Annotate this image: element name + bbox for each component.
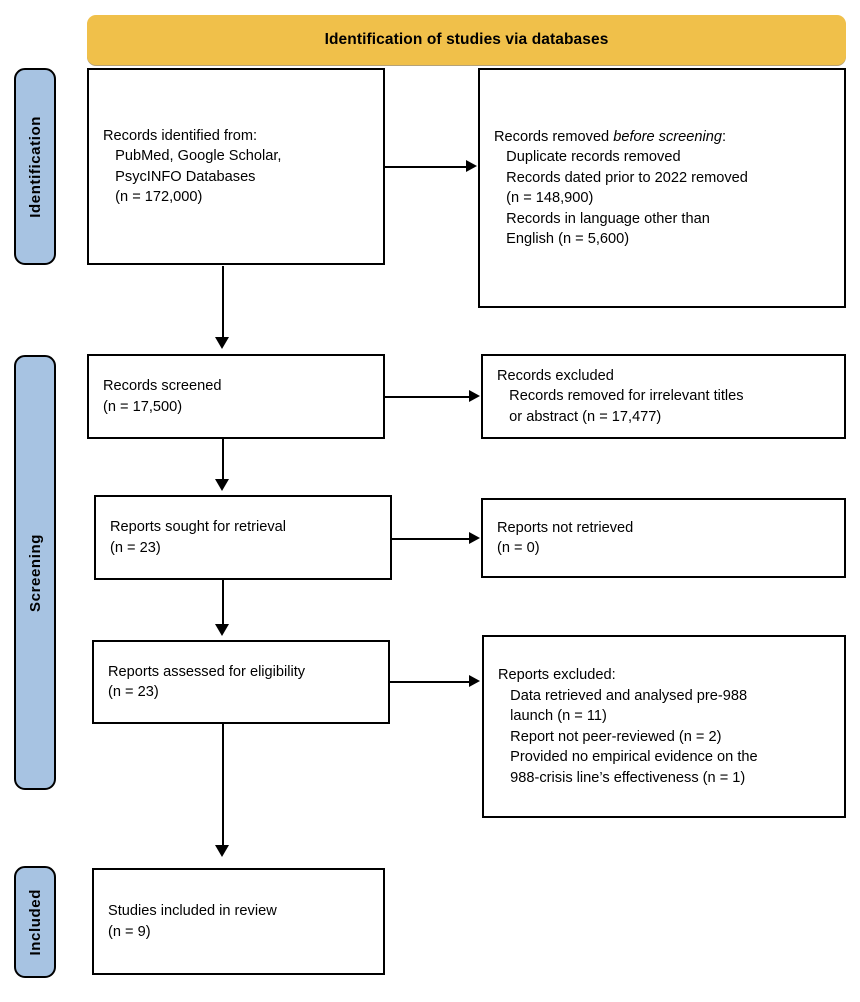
box-reports-assessed-text: Reports assessed for eligibility (n = 23… (94, 662, 305, 703)
records-excluded-line3: or abstract (n = 17,477) (497, 408, 662, 425)
connector-screened-to-excluded (385, 396, 470, 398)
box-records-excluded-text: Records excluded Records removed for irr… (483, 366, 744, 428)
connector-assessed-to-excluded (390, 681, 470, 683)
connector-screened-to-sought (222, 439, 224, 481)
connector-sought-to-assessed (222, 580, 224, 625)
box-reports-not-retrieved: Reports not retrieved (n = 0) (481, 498, 846, 578)
connector-identified-to-screened (222, 266, 224, 338)
arrowhead-sought-to-not-retrieved (469, 532, 480, 544)
reports-not-retrieved-line1: Reports not retrieved (497, 519, 634, 536)
arrowhead-assessed-to-excluded (469, 675, 480, 687)
box-records-removed: Records removed before screening: Duplic… (478, 68, 846, 308)
stage-tab-included-label: Included (26, 888, 44, 956)
box-records-removed-text: Records removed before screening: Duplic… (480, 127, 748, 250)
box-reports-excluded: Reports excluded: Data retrieved and ana… (482, 635, 846, 818)
box-reports-sought: Reports sought for retrieval (n = 23) (94, 495, 392, 580)
box-reports-assessed: Reports assessed for eligibility (n = 23… (92, 640, 390, 724)
reports-sought-line2: (n = 23) (110, 539, 161, 556)
box-records-screened-text: Records screened (n = 17,500) (89, 376, 221, 417)
records-identified-line2: PubMed, Google Scholar, (103, 148, 282, 164)
box-reports-excluded-text: Reports excluded: Data retrieved and ana… (484, 665, 758, 788)
records-excluded-line2: Records removed for irrelevant titles (497, 388, 744, 405)
records-removed-lead-plain: Records removed (494, 128, 614, 145)
records-removed-line2: Duplicate records removed (494, 149, 681, 165)
box-reports-not-retrieved-text: Reports not retrieved (n = 0) (483, 518, 633, 559)
records-identified-line1: Records identified from: (103, 127, 258, 144)
box-reports-sought-text: Reports sought for retrieval (n = 23) (96, 517, 286, 558)
records-removed-line3: Records dated prior to 2022 removed (494, 169, 748, 186)
stage-tab-included: Included (14, 866, 56, 978)
connector-sought-to-not-retrieved (392, 538, 470, 540)
reports-excluded-line6: 988-crisis line’s effectiveness (n = 1) (498, 769, 746, 786)
reports-assessed-line1: Reports assessed for eligibility (108, 663, 306, 680)
records-removed-lead-italic: before screening (613, 128, 722, 145)
stage-tab-identification: Identification (14, 68, 56, 265)
reports-assessed-line2: (n = 23) (108, 684, 159, 700)
records-identified-line3: PsycINFO Databases (103, 168, 256, 185)
arrowhead-identified-to-removed (466, 160, 477, 172)
arrowhead-sought-to-assessed (215, 624, 229, 636)
reports-excluded-line5: Provided no empirical evidence on the (498, 749, 758, 765)
arrowhead-screened-to-sought (215, 479, 229, 491)
connector-assessed-to-included (222, 724, 224, 846)
connector-identified-to-removed (385, 166, 467, 168)
reports-sought-line1: Reports sought for retrieval (110, 519, 287, 535)
box-records-identified-text: Records identified from: PubMed, Google … (89, 126, 281, 208)
box-records-screened: Records screened (n = 17,500) (87, 354, 385, 439)
records-screened-line2: (n = 17,500) (103, 398, 183, 415)
arrowhead-assessed-to-included (215, 845, 229, 857)
studies-included-line2: (n = 9) (108, 923, 151, 940)
records-removed-lead-tail: : (721, 128, 727, 145)
reports-not-retrieved-line2: (n = 0) (497, 540, 540, 556)
arrowhead-screened-to-excluded (469, 390, 480, 402)
records-removed-line5: Records in language other than (494, 210, 710, 227)
identification-banner: Identification of studies via databases (87, 15, 846, 65)
stage-tab-screening: Screening (14, 355, 56, 790)
reports-excluded-line2: Data retrieved and analysed pre-988 (498, 687, 748, 704)
records-removed-line6: English (n = 5,600) (494, 231, 630, 247)
records-identified-line4: (n = 172,000) (103, 189, 203, 205)
studies-included-line1: Studies included in review (108, 903, 277, 919)
arrowhead-identified-to-screened (215, 337, 229, 349)
records-excluded-line1: Records excluded (497, 367, 614, 384)
reports-excluded-line1: Reports excluded: (498, 667, 616, 683)
reports-excluded-line4: Report not peer-reviewed (n = 2) (498, 728, 722, 745)
records-screened-line1: Records screened (103, 378, 222, 394)
box-records-excluded: Records excluded Records removed for irr… (481, 354, 846, 439)
box-records-identified: Records identified from: PubMed, Google … (87, 68, 385, 265)
stage-tab-identification-label: Identification (26, 115, 44, 218)
records-removed-line4: (n = 148,900) (494, 190, 594, 206)
box-studies-included-text: Studies included in review (n = 9) (94, 901, 277, 942)
stage-tab-screening-label: Screening (26, 533, 44, 612)
box-studies-included: Studies included in review (n = 9) (92, 868, 385, 975)
reports-excluded-line3: launch (n = 11) (498, 708, 607, 724)
banner-title: Identification of studies via databases (324, 31, 609, 48)
